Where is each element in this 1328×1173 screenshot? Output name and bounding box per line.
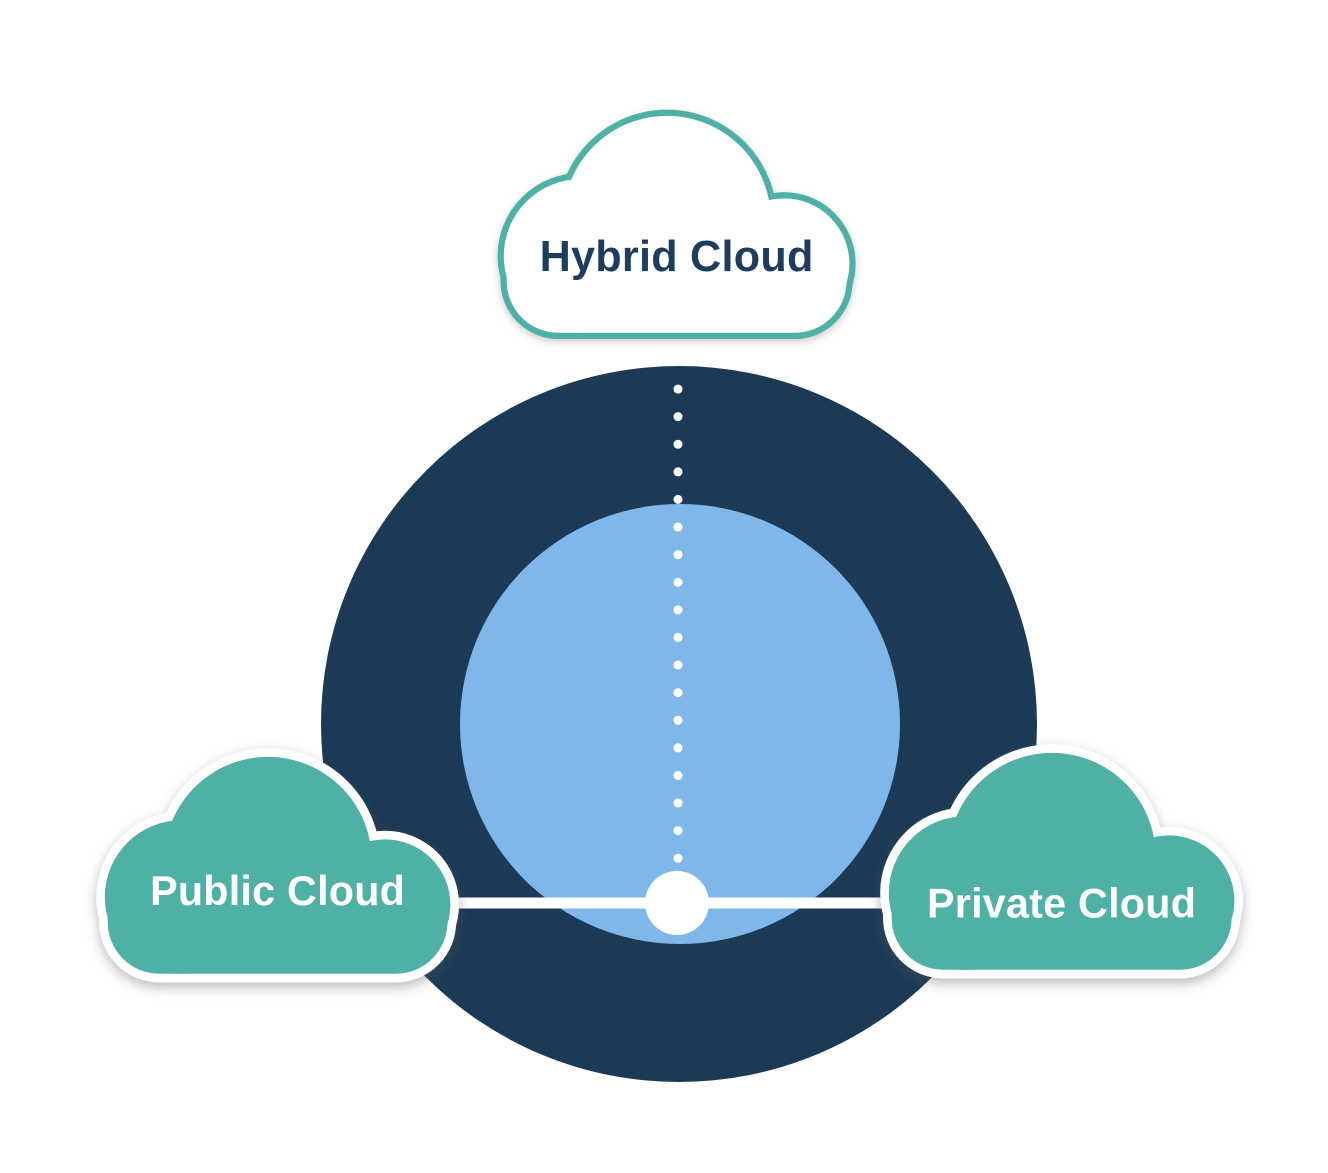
private-cloud-label: Private Cloud xyxy=(927,881,1196,927)
public-cloud-label: Public Cloud xyxy=(150,868,405,914)
junction-dot xyxy=(645,871,709,935)
hybrid-cloud-label: Hybrid Cloud xyxy=(540,233,814,281)
private-cloud-node: Private Cloud xyxy=(889,753,1235,970)
public-cloud-node: Public Cloud xyxy=(105,757,451,974)
hybrid-cloud-icon xyxy=(503,115,850,333)
hybrid-cloud-node: Hybrid Cloud xyxy=(504,116,850,333)
